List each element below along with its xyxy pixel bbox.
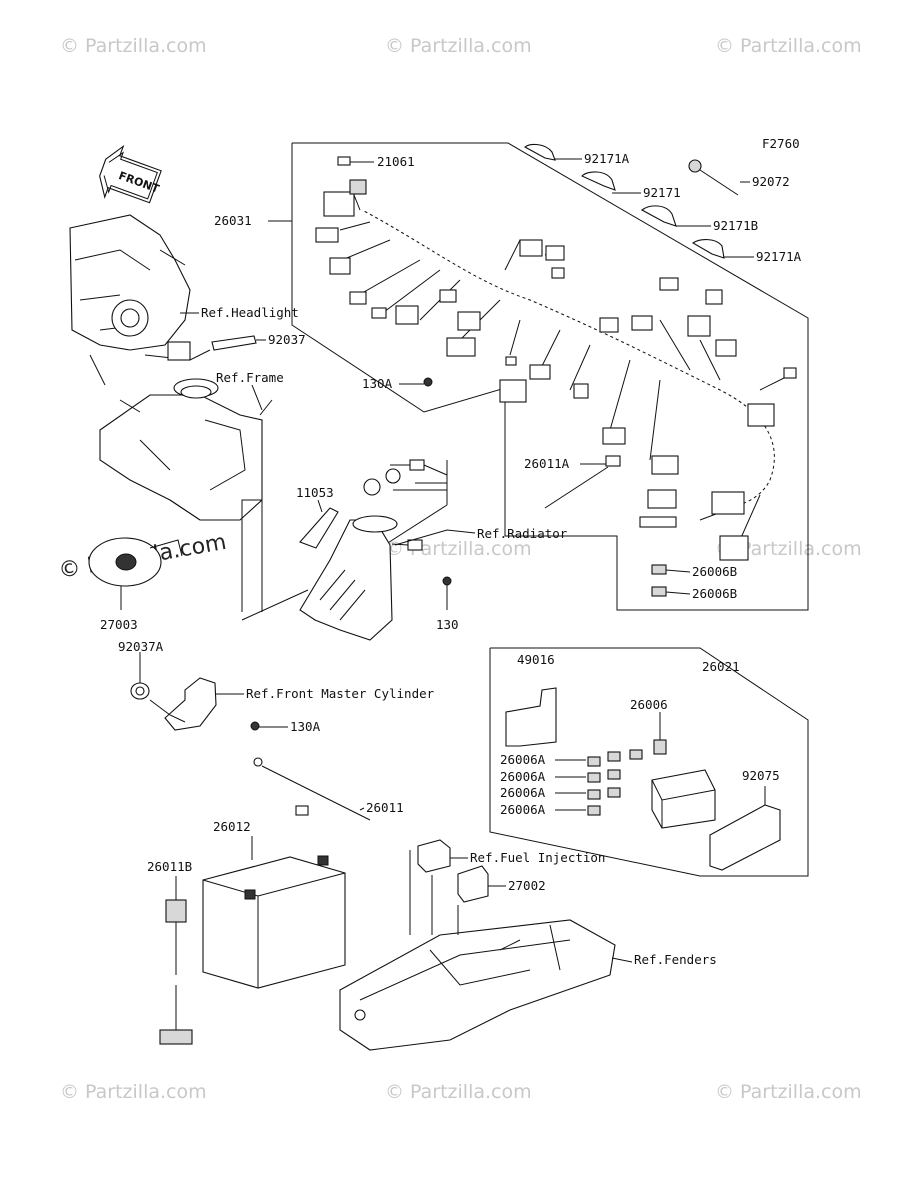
- callout-labels: 21061 26031 92171A 92171 92072 92171B 92…: [100, 151, 802, 967]
- headlight-bracket-assembly: [69, 214, 211, 386]
- callout-26011B[interactable]: 26011B: [147, 859, 192, 874]
- bolt-radiator[interactable]: [363, 459, 425, 551]
- callout-27003[interactable]: 27003: [100, 617, 138, 632]
- bolt-130A-top[interactable]: [423, 377, 433, 387]
- relay-27002[interactable]: [457, 865, 489, 903]
- fuse-box-frame: [489, 647, 809, 877]
- clamp-92171[interactable]: [581, 171, 616, 191]
- bolt-130[interactable]: [442, 576, 452, 586]
- callout-92037A[interactable]: 92037A: [118, 639, 164, 654]
- callout-26006A-3[interactable]: 26006A: [500, 785, 546, 800]
- callout-92171B[interactable]: 92171B: [713, 218, 758, 233]
- watermark: © Partzilla.com: [715, 35, 862, 57]
- harness-frame: [291, 142, 809, 611]
- callout-26006B-2[interactable]: 26006B: [692, 586, 737, 601]
- callout-49016[interactable]: 49016: [517, 652, 555, 667]
- callout-ref-headlight[interactable]: Ref.Headlight: [201, 305, 299, 320]
- callout-26011[interactable]: 26011: [366, 800, 404, 815]
- harness-connector-92037[interactable]: [211, 335, 257, 351]
- clamp-92171A-top[interactable]: [524, 143, 556, 161]
- cover-92075[interactable]: [709, 804, 781, 871]
- fuse-26006B-2[interactable]: [651, 586, 667, 597]
- battery-cable-26011B[interactable]: [159, 899, 193, 1045]
- callout-92171A-top[interactable]: 92171A: [584, 151, 630, 166]
- callout-ref-radiator[interactable]: Ref.Radiator: [477, 526, 568, 541]
- bracket-11053[interactable]: [299, 507, 339, 549]
- clamp-92037A[interactable]: [130, 682, 150, 700]
- callout-92072[interactable]: 92072: [752, 174, 790, 189]
- master-cylinder-bracket: [149, 677, 217, 731]
- callout-130A-mid[interactable]: 130A: [290, 719, 321, 734]
- leader-lines: [120, 158, 766, 963]
- sensor-lead-26011A[interactable]: [544, 455, 621, 509]
- callout-ref-frame[interactable]: Ref.Frame: [216, 370, 284, 385]
- callout-92037[interactable]: 92037: [268, 332, 306, 347]
- fender-tray: [339, 919, 616, 1051]
- callout-21061[interactable]: 21061: [377, 154, 415, 169]
- callout-26006B-1[interactable]: 26006B: [692, 564, 737, 579]
- callout-26006A-2[interactable]: 26006A: [500, 769, 546, 784]
- callout-92171[interactable]: 92171: [643, 185, 681, 200]
- callout-27002[interactable]: 27002: [508, 878, 546, 893]
- fuse-26006B-1[interactable]: [651, 564, 667, 575]
- grommet-92072[interactable]: [688, 159, 739, 196]
- radiator-area: [241, 499, 448, 641]
- callout-26012[interactable]: 26012: [213, 819, 251, 834]
- frame-section: [99, 378, 273, 521]
- bracket-49016[interactable]: [505, 687, 557, 747]
- callout-26031[interactable]: 26031: [214, 213, 252, 228]
- callout-ref-front-master-cylinder[interactable]: Ref.Front Master Cylinder: [246, 686, 435, 701]
- clamp-92171A-bot[interactable]: [691, 239, 725, 259]
- front-arrow: FRONT: [99, 144, 162, 204]
- watermark: © Partzilla.com: [60, 1081, 207, 1103]
- diagram-code: F2760: [762, 136, 800, 151]
- horn-27003[interactable]: [88, 537, 183, 587]
- bolt-130A-mid[interactable]: [250, 721, 260, 731]
- watermark: © Partzilla.com: [715, 538, 862, 560]
- callout-92075[interactable]: 92075: [742, 768, 780, 783]
- main-wiring-harness[interactable]: [315, 156, 797, 561]
- watermark: © Partzilla.com: [385, 1081, 532, 1103]
- fuse-box-body[interactable]: [651, 769, 716, 829]
- callout-26021[interactable]: 26021: [702, 659, 740, 674]
- battery-cable-26011[interactable]: [253, 757, 371, 821]
- watermark: © Partzilla.com: [60, 35, 207, 57]
- fuse-26006A-set[interactable]: [587, 749, 643, 816]
- callout-26006A-1[interactable]: 26006A: [500, 752, 546, 767]
- callout-130A-top[interactable]: 130A: [362, 376, 393, 391]
- watermark: © Partzilla.com: [715, 1081, 862, 1103]
- relay-fuel-injection: [417, 839, 451, 873]
- fuse-26006[interactable]: [653, 739, 667, 755]
- callout-26006A-4[interactable]: 26006A: [500, 802, 546, 817]
- battery-26012[interactable]: [202, 855, 346, 989]
- callout-130[interactable]: 130: [436, 617, 459, 632]
- clamp-92171B[interactable]: [640, 205, 677, 227]
- callout-26006[interactable]: 26006: [630, 697, 668, 712]
- callout-ref-fenders[interactable]: Ref.Fenders: [634, 952, 717, 967]
- callout-ref-fuel-injection[interactable]: Ref.Fuel Injection: [470, 850, 605, 865]
- watermark: © Partzilla.com: [385, 35, 532, 57]
- callout-92171A-bot[interactable]: 92171A: [756, 249, 802, 264]
- callout-11053[interactable]: 11053: [296, 485, 334, 500]
- callout-26011A[interactable]: 26011A: [524, 456, 570, 471]
